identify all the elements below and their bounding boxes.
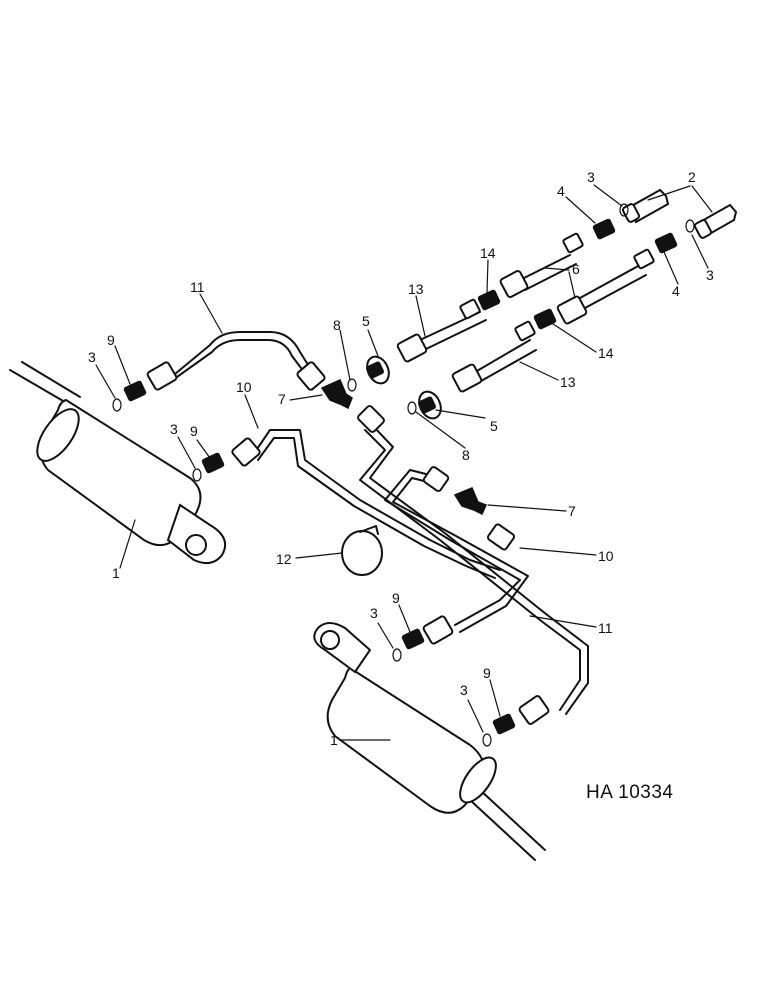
callout-11: 11 — [190, 279, 205, 295]
bulkhead-fittings-5 — [366, 355, 442, 420]
callout-8: 8 — [462, 447, 470, 463]
adapter-fittings-9 — [123, 380, 516, 735]
callout-1: 1 — [112, 565, 120, 581]
callout-9: 9 — [190, 423, 198, 439]
callout-labels: 1 1 2 3 3 3 3 3 3 4 4 5 5 6 7 7 8 8 9 9 … — [88, 169, 714, 748]
hose-11-upper — [169, 331, 311, 383]
hose-6-lower — [579, 264, 647, 309]
callout-9: 9 — [483, 665, 491, 681]
callout-13: 13 — [560, 374, 576, 390]
callout-12: 12 — [276, 551, 292, 567]
callout-11: 11 — [598, 620, 613, 636]
hydraulic-cylinder-upper — [9, 361, 226, 565]
drawing-number: HA 10334 — [586, 782, 673, 803]
callout-3: 3 — [170, 421, 178, 437]
hose-13-upper — [419, 311, 487, 351]
hose-6-upper — [519, 254, 577, 291]
callout-7: 7 — [568, 503, 576, 519]
tube-11-long — [359, 424, 589, 715]
callout-6: 6 — [572, 261, 580, 277]
callout-8: 8 — [333, 317, 341, 333]
callout-13: 13 — [408, 281, 424, 297]
callout-1: 1 — [330, 732, 338, 748]
o-rings — [112, 203, 695, 747]
leader-lines — [95, 184, 713, 741]
callout-7: 7 — [278, 391, 286, 407]
callout-9: 9 — [392, 590, 400, 606]
callout-14: 14 — [480, 245, 496, 261]
hose-13-lower — [469, 339, 537, 386]
quick-couplers-2 — [622, 188, 738, 239]
callout-5: 5 — [490, 418, 498, 434]
tube-10-upper — [254, 429, 501, 579]
callout-10: 10 — [236, 379, 252, 395]
callout-3: 3 — [370, 605, 378, 621]
callout-3: 3 — [88, 349, 96, 365]
callout-3: 3 — [587, 169, 595, 185]
callout-4: 4 — [672, 283, 680, 299]
hose-clamp-12 — [341, 525, 383, 576]
callout-10: 10 — [598, 548, 614, 564]
hose-end-fittings — [146, 232, 655, 725]
callout-3: 3 — [706, 267, 714, 283]
callout-2: 2 — [688, 169, 696, 185]
tube-10-lower — [384, 469, 529, 633]
callout-5: 5 — [362, 313, 370, 329]
tee-fittings-7 — [320, 379, 488, 516]
callout-3: 3 — [460, 682, 468, 698]
hydraulic-cylinder-lower — [313, 622, 546, 861]
callout-14: 14 — [598, 345, 614, 361]
callout-4: 4 — [557, 183, 565, 199]
adapter-fittings-4-14 — [477, 218, 678, 330]
callout-9: 9 — [107, 332, 115, 348]
